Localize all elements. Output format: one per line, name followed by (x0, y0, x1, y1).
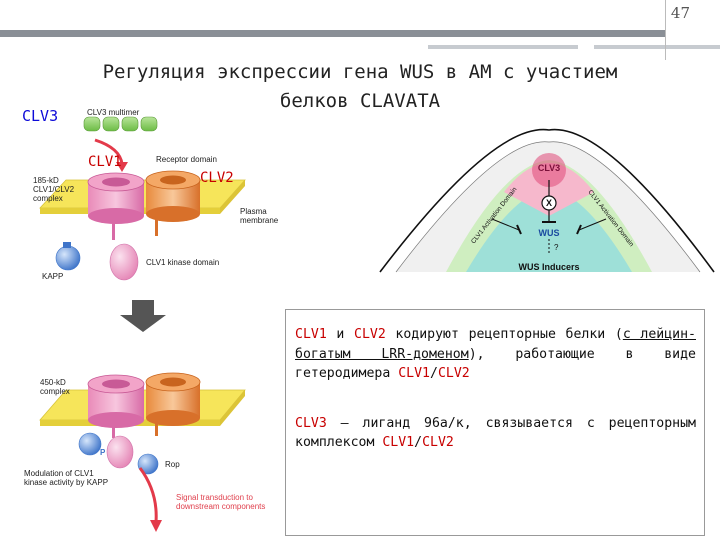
rop-label: Rop (165, 460, 180, 469)
header-bar-light-right (594, 45, 720, 49)
header-bar-light (428, 45, 578, 49)
svg-text:WUS: WUS (539, 228, 560, 238)
kapp-label: KAPP (42, 272, 63, 281)
receptor-domain-label: Receptor domain (156, 155, 217, 164)
plasma-membrane-label: Plasma membrane (240, 207, 278, 225)
paragraph-clv3: CLV3 – лиганд 96а/к, связывается с рецеп… (295, 414, 696, 453)
meristem-diagram: CLV3 X WUS ? CLV1 Activation Domain CLV1… (374, 124, 720, 276)
clv2-receptor-upper (146, 171, 200, 222)
complex-450-label: 450-kD complex (40, 378, 70, 396)
clv3-multimer (84, 117, 157, 131)
svg-text:X: X (546, 198, 552, 208)
paragraph-clv1-clv2: CLV1 и CLV2 кодируют рецепторные белки (… (295, 325, 696, 384)
signal-arrow (140, 468, 156, 522)
clv2-label: CLV2 (200, 170, 234, 186)
p-label: P (100, 448, 105, 457)
clv1-receptor-lower (88, 375, 144, 428)
clv3-multimer-label: CLV3 multimer (87, 108, 139, 117)
kinase-domain-label: CLV1 kinase domain (146, 258, 219, 267)
clv1-receptor-upper (88, 173, 144, 224)
header-divider (665, 0, 666, 60)
modulation-label: Modulation of CLV1 kinase activity by KA… (24, 469, 108, 487)
transition-arrow (120, 300, 166, 332)
kapp-protein-lower (79, 433, 101, 455)
signal-transduction-label: Signal transduction to downstream compon… (176, 493, 265, 511)
svg-text:?: ? (554, 243, 559, 252)
kinase-domain-upper (110, 244, 138, 280)
clv1-label: CLV1 (88, 154, 122, 170)
complex-185-label: 185-kD CLV1/CLV2 complex (33, 176, 74, 203)
svg-text:WUS Inducers: WUS Inducers (518, 262, 579, 272)
kapp-protein (56, 246, 80, 270)
title-line-1: Регуляция экспрессии гена WUS в АМ с уча… (0, 58, 720, 87)
slide-number: 47 (671, 4, 690, 22)
explanation-textbox: CLV1 и CLV2 кодируют рецепторные белки (… (285, 309, 705, 536)
svg-text:CLV3: CLV3 (538, 163, 560, 173)
header-bar-dark (0, 30, 666, 37)
kinase-domain-lower (107, 436, 133, 468)
clv2-receptor-lower (146, 373, 200, 426)
